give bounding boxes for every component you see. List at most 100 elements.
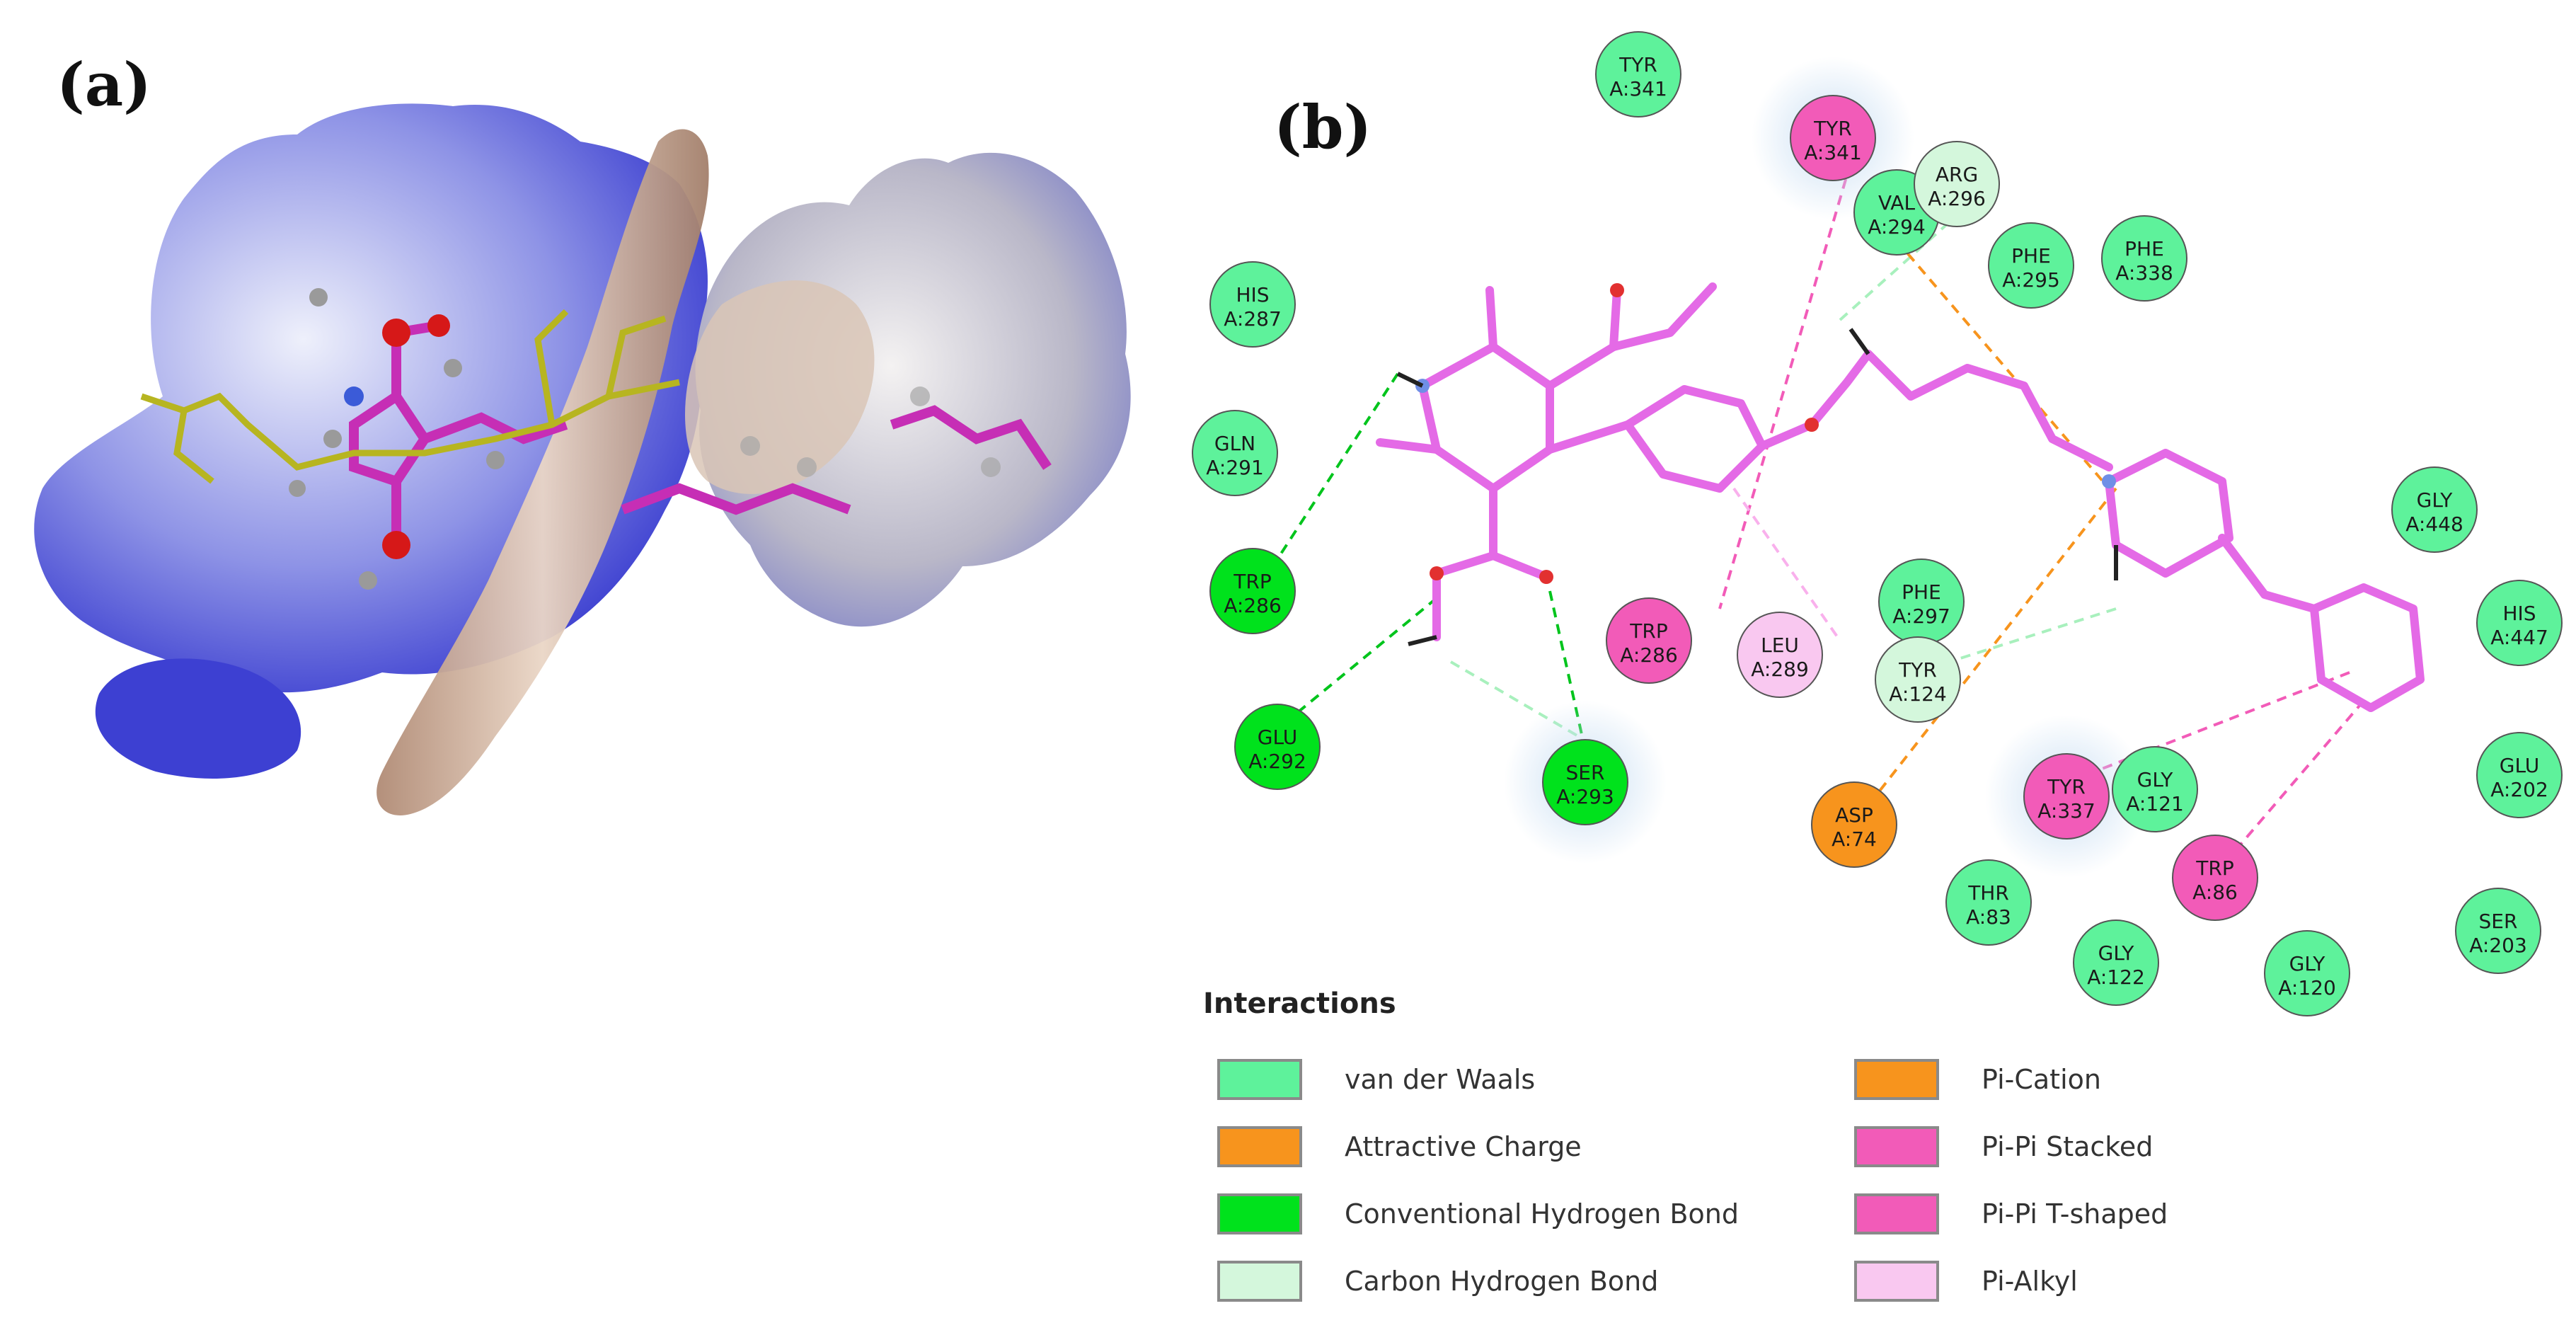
residue-disc (2264, 930, 2350, 1016)
residue-disc (1606, 597, 1692, 684)
residue-chain: A:291 (1206, 456, 1264, 479)
interactions-legend: Interactions van der Waals Attractive Ch… (1203, 987, 2406, 1327)
benzyl-ring (2310, 583, 2425, 712)
phenyl-ring (1623, 385, 1766, 493)
legend-label: Pi-Pi T-shaped (1982, 1198, 2168, 1230)
residue-name: GLY (2417, 488, 2454, 512)
residue-name: ARG (1936, 163, 1978, 186)
residue-disc (1209, 548, 1296, 634)
legend-label: Conventional Hydrogen Bond (1345, 1198, 1739, 1230)
legend-label: Pi-Pi Stacked (1982, 1131, 2154, 1162)
ligand-2d-structure (1376, 282, 2425, 712)
residue-chain: A:296 (1928, 187, 1986, 210)
residue-chain: A:293 (1556, 785, 1614, 808)
legend-swatch (1217, 1261, 1302, 1302)
protein-surface-blue-lobe (95, 658, 301, 779)
residue-chain: A:202 (2490, 778, 2548, 801)
residue-disc (1811, 781, 1897, 868)
residue-name: HIS (2502, 602, 2536, 625)
legend-item: Pi-Cation (1854, 1055, 2101, 1104)
residue-name: TRP (2195, 856, 2233, 880)
piperidine-ring (2105, 449, 2233, 578)
residue-disc (1542, 739, 1628, 825)
residue-name: GLY (2289, 952, 2326, 975)
residue-disc (1988, 222, 2074, 309)
legend-item: Pi-Alkyl (1854, 1256, 2078, 1306)
residue-disc (2112, 746, 2198, 832)
legend-title: Interactions (1203, 987, 1396, 1020)
residue-disc (2476, 732, 2563, 818)
legend-swatch (1854, 1059, 1939, 1100)
residue-name: THR (1967, 881, 2009, 905)
legend-item: Carbon Hydrogen Bond (1217, 1256, 1658, 1306)
residue-chain: A:286 (1620, 643, 1678, 667)
residue-chain: A:295 (2002, 268, 2060, 292)
residue-disc (1192, 410, 1278, 496)
residue-chain: A:120 (2278, 976, 2336, 999)
residue-name: PHE (2124, 237, 2164, 260)
residue-chain: A:292 (1248, 750, 1306, 773)
residue-disc (1595, 31, 1681, 118)
residue-chain: A:86 (2192, 881, 2238, 904)
legend-swatch (1217, 1193, 1302, 1234)
residue-name: GLY (2098, 941, 2135, 965)
legend-item: Attractive Charge (1217, 1122, 1582, 1171)
residue-name: PHE (1902, 580, 1941, 604)
residue-name: GLY (2137, 768, 2174, 791)
legend-swatch (1854, 1193, 1939, 1234)
residue-name: GLU (2500, 754, 2539, 777)
residue-disc (2023, 753, 2110, 840)
residue-name: HIS (1236, 283, 1269, 306)
residue-name: ASP (1835, 803, 1873, 827)
residue-name: TYR (1618, 53, 1657, 76)
residue-disc (1737, 612, 1823, 698)
legend-swatch (1217, 1126, 1302, 1167)
legend-swatch (1854, 1126, 1939, 1167)
residue-disc (1209, 261, 1296, 348)
ligand-heteroatoms (1396, 283, 2118, 646)
residue-name: SER (2479, 910, 2518, 933)
legend-item: Pi-Pi Stacked (1854, 1122, 2153, 1171)
residue-disc (1945, 859, 2032, 946)
residue-disc (2476, 580, 2563, 666)
residue-chain: A:447 (2490, 626, 2548, 649)
residue-chain: A:121 (2126, 792, 2184, 815)
residue-disc (2073, 919, 2159, 1006)
residue-name: LEU (1761, 634, 1799, 657)
legend-swatch (1217, 1059, 1302, 1100)
residue-chain: A:337 (2037, 799, 2095, 823)
residue-name: VAL (1878, 191, 1916, 214)
residue-chain: A:338 (2115, 261, 2173, 285)
residue-disc (2172, 835, 2258, 921)
residue-discs: TYRA:341TYRA:341VALA:294ARGA:296PHEA:295… (1192, 31, 2563, 1016)
residue-name: TYR (1898, 658, 1937, 682)
panel-b-label: (b) (1274, 92, 1372, 162)
panel-a-label: (a) (57, 50, 151, 120)
residue-disc (1875, 636, 1961, 723)
residue-disc (2101, 215, 2187, 302)
residue-chain: A:83 (1966, 905, 2011, 929)
legend-swatch (1854, 1261, 1939, 1302)
panel-a-surface-render (34, 103, 1131, 815)
residue-disc (1914, 141, 2000, 227)
residue-disc (1790, 95, 1876, 181)
residue-name: SER (1566, 761, 1605, 784)
